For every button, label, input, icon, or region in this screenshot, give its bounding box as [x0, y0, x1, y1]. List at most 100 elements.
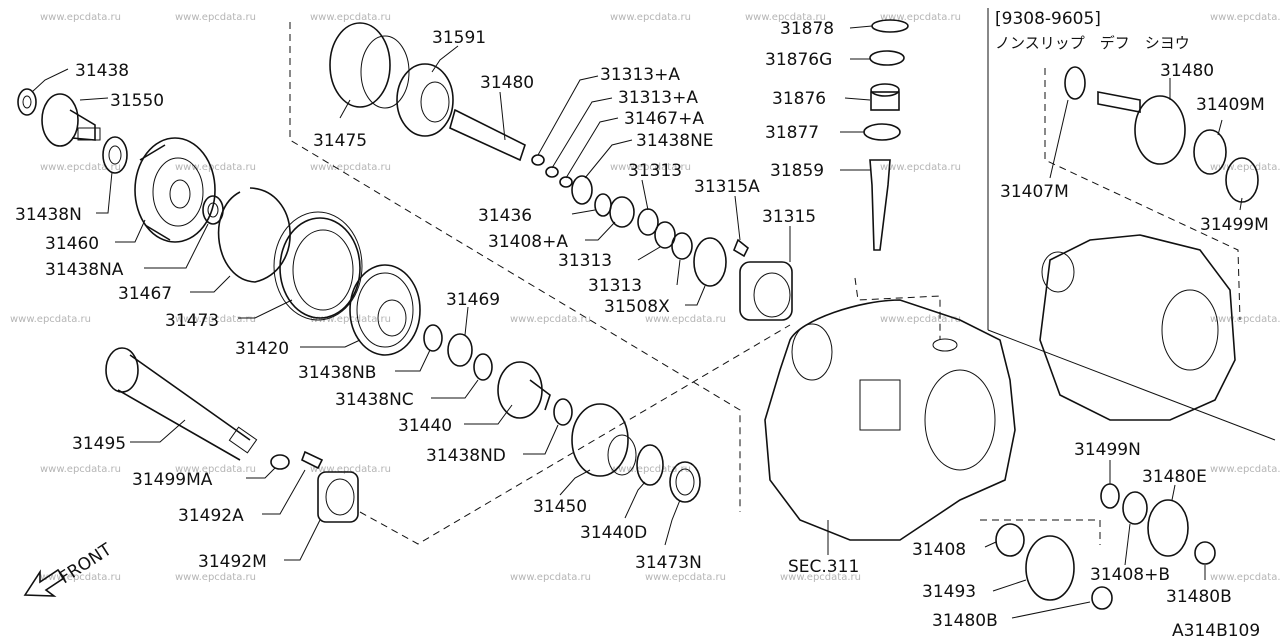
- watermark: www.epcdata.ru: [610, 162, 691, 173]
- part-carrier-31460: [134, 137, 216, 243]
- part-label: 31467: [118, 284, 172, 304]
- part-label: 31315A: [694, 177, 760, 197]
- part-snapring-31508X: [693, 237, 727, 287]
- watermark: www.epcdata.ru: [40, 162, 121, 173]
- part-label: 31480: [1160, 61, 1214, 81]
- part-bearing-31409M: [1193, 129, 1227, 175]
- watermark: www.epcdata.ru: [40, 12, 121, 23]
- part-label: 31408: [912, 540, 966, 560]
- part-label: 31878: [780, 19, 834, 39]
- part-gasket-31877: [863, 123, 901, 141]
- inset-note: ノンスリップ デフ シヨウ: [995, 34, 1190, 52]
- watermark: www.epcdata.ru: [175, 314, 256, 325]
- part-gear-31493: [1025, 535, 1075, 601]
- part-ring-31499N: [1100, 483, 1120, 509]
- part-ring-31499M: [1225, 157, 1259, 203]
- part-label: 31591: [432, 28, 486, 48]
- part-label: 31438NE: [636, 131, 714, 151]
- watermark: www.epcdata.ru: [1210, 162, 1280, 173]
- watermark: www.epcdata.ru: [175, 464, 256, 475]
- part-label: 31475: [313, 131, 367, 151]
- part-nut-31480B: [1194, 541, 1216, 565]
- part-label: 31438NA: [45, 260, 124, 280]
- watermark: www.epcdata.ru: [40, 464, 121, 475]
- part-label: 31550: [110, 91, 164, 111]
- part-drum-31473: [273, 211, 363, 321]
- part-label: 31876G: [765, 50, 832, 70]
- part-housing-31492M: [317, 471, 359, 523]
- part-housing-31315: [739, 261, 793, 321]
- watermark: www.epcdata.ru: [175, 12, 256, 23]
- part-label: 31876: [772, 89, 826, 109]
- part-label: 31473N: [635, 553, 702, 573]
- watermark: www.epcdata.ru: [645, 314, 726, 325]
- part-label: 31877: [765, 123, 819, 143]
- part-label: 31473: [165, 311, 219, 331]
- watermark: www.epcdata.ru: [175, 162, 256, 173]
- part-label: 31313: [628, 161, 682, 181]
- part-ring-31313A: [531, 154, 545, 166]
- part-cap-31876: [870, 83, 900, 111]
- part-bearing-31408: [995, 523, 1025, 557]
- part-case-sec311: [764, 299, 1016, 541]
- part-bearing-31408B: [1122, 491, 1148, 525]
- watermark: www.epcdata.ru: [880, 314, 961, 325]
- part-bearing-31407M: [1064, 66, 1086, 100]
- watermark: www.epcdata.ru: [610, 12, 691, 23]
- part-ring-31467A: [559, 176, 573, 188]
- part-shim-31313-2: [654, 221, 676, 249]
- part-label: 31469: [446, 290, 500, 310]
- inset-frame: [9308-9605] ノンスリップ デフ シヨウ: [987, 8, 1276, 441]
- watermark: www.epcdata.ru: [1210, 572, 1280, 583]
- part-ring-31313A-2: [545, 166, 559, 178]
- part-label: 31508X: [604, 297, 670, 317]
- part-snapring-31467: [217, 187, 291, 283]
- part-label: 31440D: [580, 523, 647, 543]
- part-case-inset: [1039, 234, 1236, 421]
- part-label: 31438N: [15, 205, 82, 225]
- watermark: www.epcdata.ru: [880, 12, 961, 23]
- part-label: 31495: [72, 434, 126, 454]
- part-label: 31438NC: [335, 390, 414, 410]
- part-bolt-31492A: [300, 450, 324, 470]
- part-label: 31480B: [932, 611, 998, 631]
- part-oring-31876G: [869, 50, 905, 66]
- part-gear-31469: [447, 333, 473, 367]
- watermark: www.epcdata.ru: [10, 314, 91, 325]
- part-label: 31436: [478, 206, 532, 226]
- section-reference: SEC.311: [788, 557, 859, 577]
- part-label: 31859: [770, 161, 824, 181]
- part-label: 31493: [922, 582, 976, 602]
- part-bolt-31315A: [733, 238, 750, 258]
- diagram-code: A314B109: [1172, 621, 1260, 640]
- part-gear-31480E: [1147, 499, 1189, 557]
- watermark: www.epcdata.ru: [1210, 314, 1280, 325]
- part-label: 31499MA: [132, 470, 213, 490]
- part-label: 31460: [45, 234, 99, 254]
- part-gear-31550: [41, 93, 101, 147]
- part-label: 31438: [75, 61, 129, 81]
- part-gear-31440: [497, 361, 551, 419]
- watermark: www.epcdata.ru: [880, 162, 961, 173]
- part-label: 31407M: [1000, 182, 1069, 202]
- part-ring-31499MA: [270, 454, 290, 470]
- part-label: 31480E: [1142, 467, 1207, 487]
- part-label: 31480B: [1166, 587, 1232, 607]
- watermark: www.epcdata.ru: [610, 464, 691, 475]
- part-label: 31480: [480, 73, 534, 93]
- inset-date-range: [9308-9605]: [995, 9, 1101, 29]
- part-bearing-31438NB: [423, 324, 443, 352]
- part-label: 31467+A: [624, 109, 704, 129]
- part-gear-31450: [571, 403, 637, 477]
- part-label: 31450: [533, 497, 587, 517]
- part-label: 31438NB: [298, 363, 376, 383]
- part-shaft-31480: [449, 108, 526, 162]
- part-label: 31499M: [1200, 215, 1269, 235]
- part-bearing-31438NC: [473, 353, 493, 381]
- part-shaft-31495: [105, 347, 258, 461]
- part-gear-31420: [349, 264, 421, 356]
- watermark: www.epcdata.ru: [310, 12, 391, 23]
- part-nut-31480B-2: [1091, 586, 1113, 610]
- part-bearing-31408A: [609, 196, 635, 228]
